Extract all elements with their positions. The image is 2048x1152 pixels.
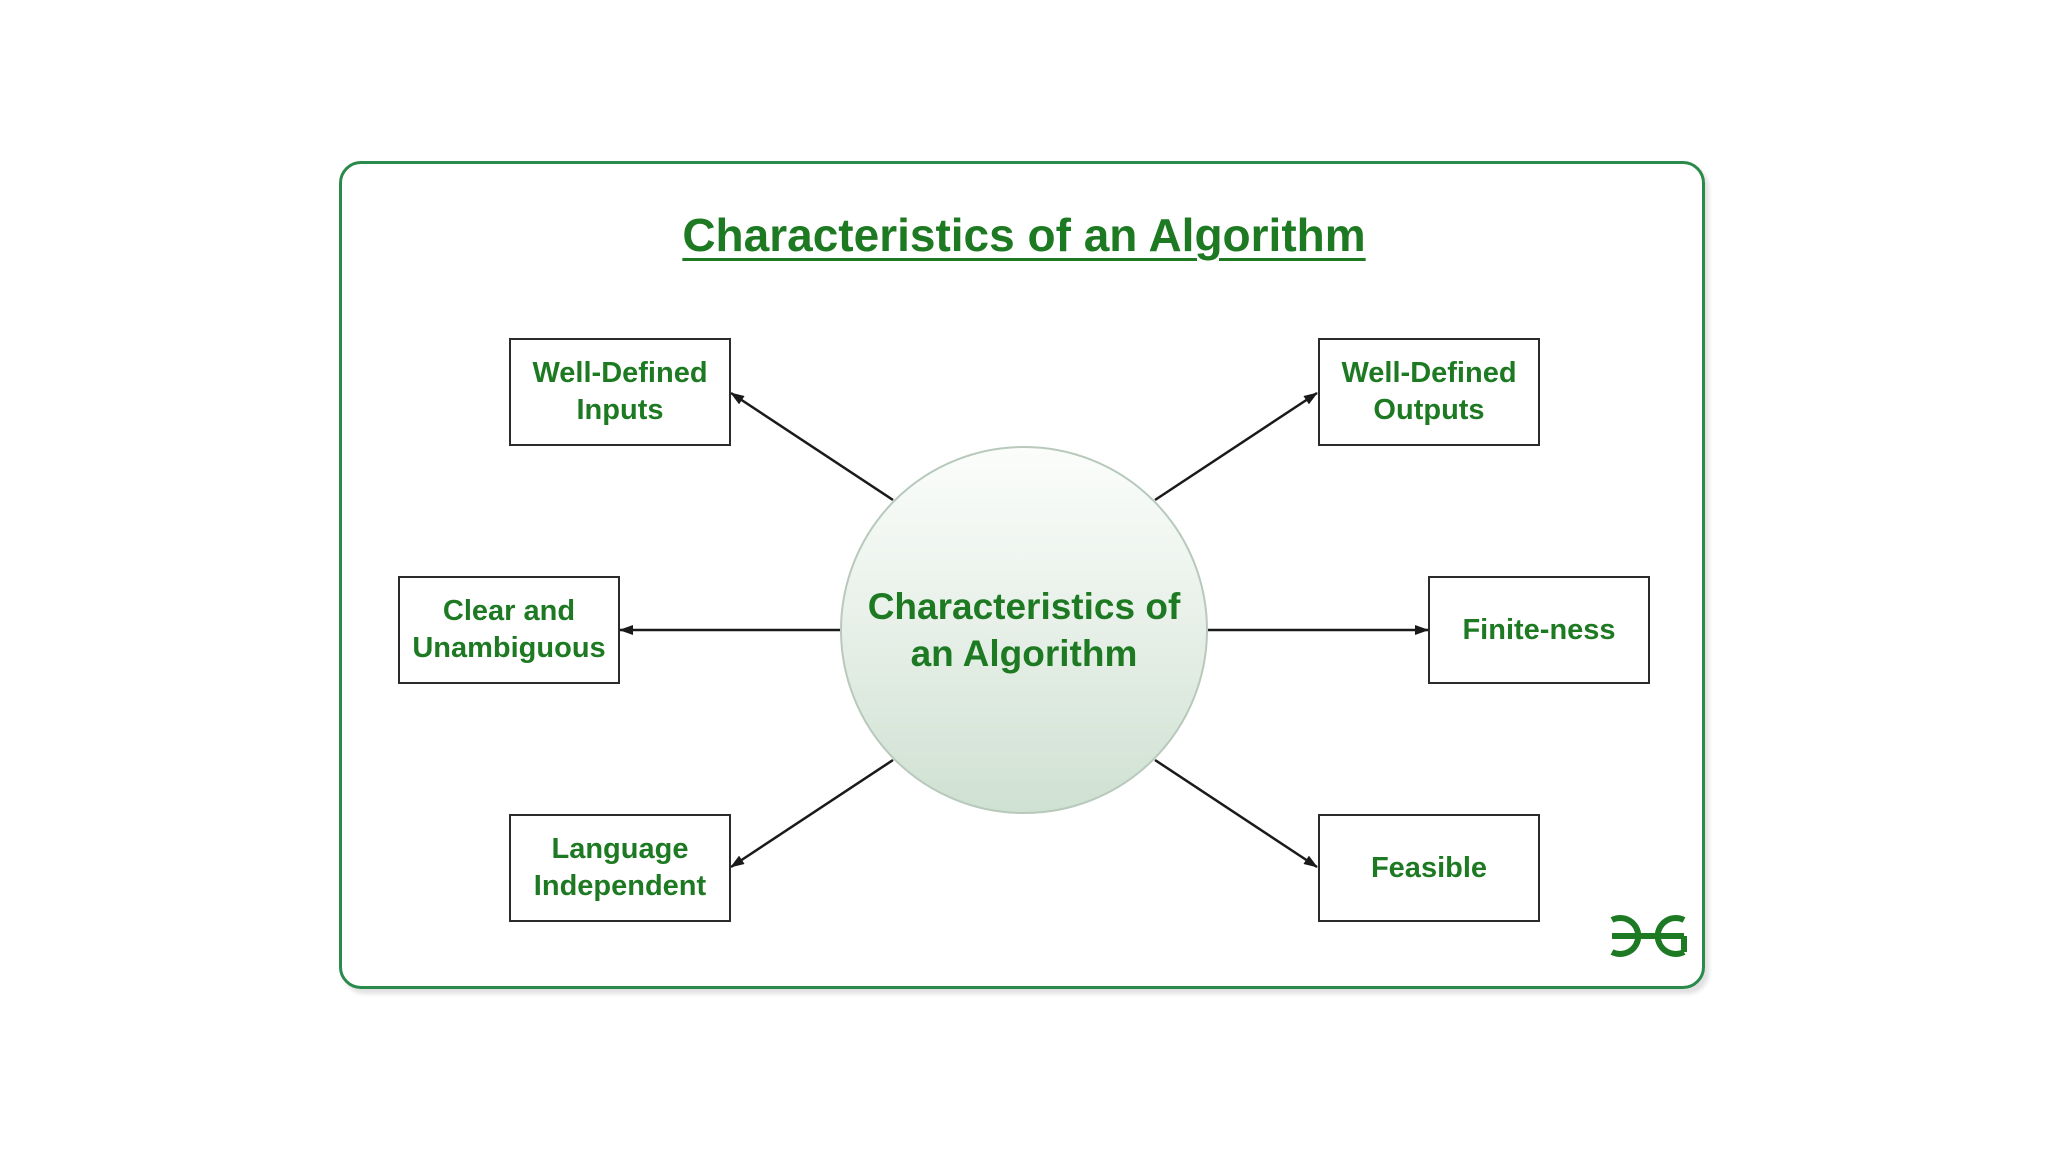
center-node: Characteristics of an Algorithm	[840, 446, 1208, 814]
node-language-independent: Language Independent	[509, 814, 731, 922]
node-feasible: Feasible	[1318, 814, 1540, 922]
arrow-to-language-independent	[730, 758, 894, 869]
arrow-to-well-defined-outputs	[1154, 391, 1318, 502]
arrow-to-well-defined-inputs	[730, 391, 894, 502]
node-well-defined-outputs-label: Well-Defined Outputs	[1341, 357, 1517, 426]
node-well-defined-inputs: Well-Defined Inputs	[509, 338, 731, 446]
geeksforgeeks-logo-icon	[1610, 915, 1687, 957]
node-clear-and-unambiguous-label: Clear and Unambiguous	[412, 595, 606, 664]
diagram-title: Characteristics of an Algorithm	[682, 209, 1366, 261]
node-finiteness-label: Finite-ness	[1462, 613, 1616, 646]
node-well-defined-inputs-label: Well-Defined Inputs	[532, 357, 708, 426]
center-node-label: Characteristics of an Algorithm	[867, 586, 1181, 674]
node-well-defined-outputs: Well-Defined Outputs	[1318, 338, 1540, 446]
node-clear-and-unambiguous: Clear and Unambiguous	[398, 576, 620, 684]
node-language-independent-label: Language Independent	[533, 833, 707, 902]
arrow-to-feasible	[1154, 758, 1318, 869]
node-feasible-label: Feasible	[1370, 851, 1488, 884]
node-finiteness: Finite-ness	[1428, 576, 1650, 684]
